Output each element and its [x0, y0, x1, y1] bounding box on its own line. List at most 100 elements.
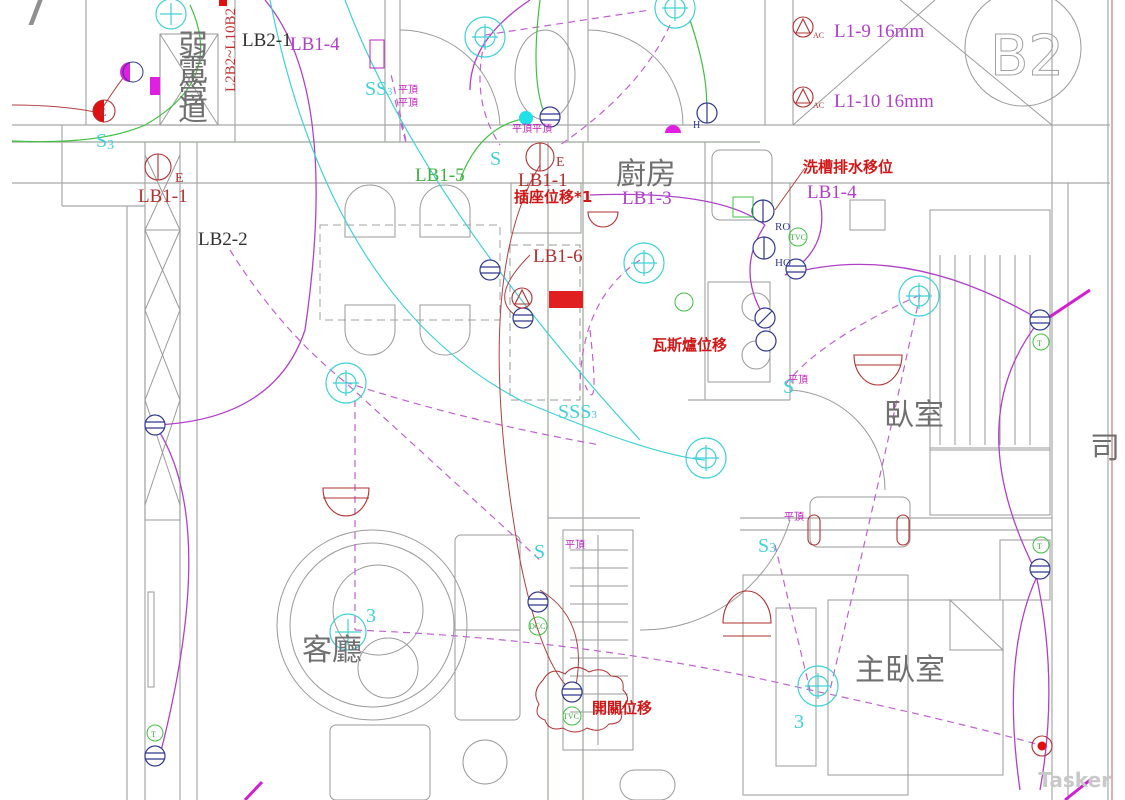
room-label-weak-current-shaft: 電 [178, 53, 208, 88]
switch-label: SS3 [365, 78, 392, 100]
ceiling-lights [155, 0, 940, 707]
ac-circuit-label: L1-10 16mm [834, 91, 934, 112]
green-tags [146, 196, 1050, 742]
fixture-code-ac: AC [813, 31, 824, 40]
red-symbols [92, 0, 1053, 757]
circuit-label: LB1-1 [518, 170, 568, 191]
fixture-code-ac: AC [813, 101, 824, 110]
towel-rail-icon [807, 514, 910, 546]
switch-label: S [534, 541, 545, 563]
circuit-label: LB1-6 [533, 246, 583, 267]
ceiling-light-icon [464, 16, 506, 58]
room-label-kitchen: 廚房 [616, 157, 676, 192]
switch-label: S [490, 148, 501, 170]
fixture-code-tvc: TVC [790, 233, 806, 242]
outlet-icon [1029, 309, 1051, 331]
fixture-code-t: T [1037, 542, 1042, 551]
emergency-button-icon [1037, 741, 1047, 751]
doorbell-icon [665, 125, 681, 133]
ceiling-light-icon [155, 0, 187, 30]
note-gas-stove-shift: 瓦斯爐位移 [652, 336, 727, 354]
outlet-icon [751, 199, 775, 223]
outlet-icon [755, 330, 777, 352]
room-label-weak-current-shaft: 道 [178, 93, 208, 128]
wall-lamp-icon [587, 211, 619, 228]
electrical-panel-icon [549, 291, 583, 308]
wall-lamp-icon [853, 354, 903, 386]
room-labels: 弱 電 管 道 廚房 臥室 主臥室 客廳 司 B2 7 [20, 0, 1120, 688]
fixture-code-e: E [175, 171, 184, 186]
ac-unit-icon [792, 86, 814, 108]
outlet-icon [144, 745, 166, 767]
fixture-code-dcc: DCC [529, 622, 545, 631]
circuit-label: LB2-2 [198, 229, 248, 250]
ceiling-tags: 平頂 平頂 平頂平頂 平頂 平頂 平頂 [369, 39, 808, 551]
ceiling-tag: 平頂平頂 [512, 123, 552, 135]
fixture-code-ro: RO [775, 221, 790, 233]
ceiling-light-icon [623, 242, 665, 284]
fixture-code-e: E [556, 155, 565, 170]
fixture-code-ho: HO [775, 257, 791, 269]
outlet-icon [527, 591, 549, 613]
circuit-label: LB1-3 [622, 188, 672, 209]
ac-circuit-label: L1-9 16mm [834, 21, 924, 42]
room-label-weak-current-shaft: 管 [178, 77, 208, 112]
fixture-code-t: T [151, 730, 156, 739]
circuit-label: LB2-1 [242, 30, 292, 51]
ceiling-light-icon [654, 0, 696, 29]
note-switch-shift: 開關位移 [592, 699, 652, 717]
ceiling-tag: 平頂 [398, 97, 418, 109]
ceiling-light-icon [685, 437, 727, 479]
room-label-master-bedroom: 主臥室 [855, 653, 945, 688]
ceiling-tag: 平頂 [398, 84, 418, 96]
ceiling-light-icon [898, 275, 940, 317]
furniture [147, 29, 1051, 800]
outlet-icon [539, 106, 561, 128]
outlet-icon [785, 258, 807, 280]
switch-label: S3 [758, 535, 776, 557]
ceiling-light-icon [329, 613, 367, 651]
switch-labels: S3 SS3 S SSS3 S S3 S 3 3 [96, 78, 804, 733]
wiring [11, 0, 1091, 800]
circuit-label: LB1-4 [290, 34, 340, 55]
switch-label: S3 [96, 130, 114, 153]
ceiling-tag: 平頂 [784, 511, 804, 523]
circuit-label: LB1-4 [807, 182, 857, 203]
outlet-icon [144, 414, 166, 436]
lamp-count-label: 3 [794, 711, 804, 733]
ceiling-tag: 平頂 [565, 539, 585, 551]
fixture-code-e: E [99, 105, 106, 119]
grid-marker-b2: B2 [990, 24, 1064, 89]
outlet-icon [1029, 558, 1051, 580]
outlets [144, 102, 1051, 767]
circuit-label: LB1-1 [138, 186, 188, 207]
wall-lamp-icon [322, 487, 370, 517]
ceiling-light-icon [325, 362, 367, 404]
room-label-bedroom: 臥室 [884, 398, 944, 433]
grid-marker-partial: 7 [20, 0, 49, 36]
outlet-icon [696, 102, 718, 124]
outlet-icon [752, 236, 776, 260]
switch-label: S [783, 376, 794, 398]
circuit-labels: LB2-1 LB1-4 LB1-1 LB2-2 LB1-5 LB1-1 LB1-… [138, 8, 934, 267]
fixture-code-tvc: TVC [563, 712, 579, 721]
ac-unit-icon [511, 287, 533, 309]
ac-unit-icon [792, 16, 814, 38]
fixture-code-h: H [693, 120, 700, 131]
outlet-icon [754, 307, 776, 329]
room-label-living-room: 客廳 [302, 633, 362, 668]
watermark: Tasker [1038, 768, 1111, 792]
outlet-icon [479, 259, 501, 281]
vertical-circuit-tag: L2B2~L10B2 [223, 8, 239, 92]
room-label-weak-current-shaft: 弱 [178, 29, 208, 64]
switch-label: SSS3 [558, 401, 597, 423]
revision-cloud [535, 667, 628, 733]
lamp-count-label: 3 [366, 605, 376, 627]
change-notes: 插座位移*1 洗槽排水移位 瓦斯爐位移 開關位移 [514, 158, 893, 717]
ceiling-tag: 平頂 [788, 374, 808, 386]
fixture-code-t: T [1037, 339, 1042, 348]
outlet-icon [561, 681, 583, 703]
wall-lamp-icon [722, 590, 772, 624]
ceiling-light-icon [797, 665, 839, 707]
